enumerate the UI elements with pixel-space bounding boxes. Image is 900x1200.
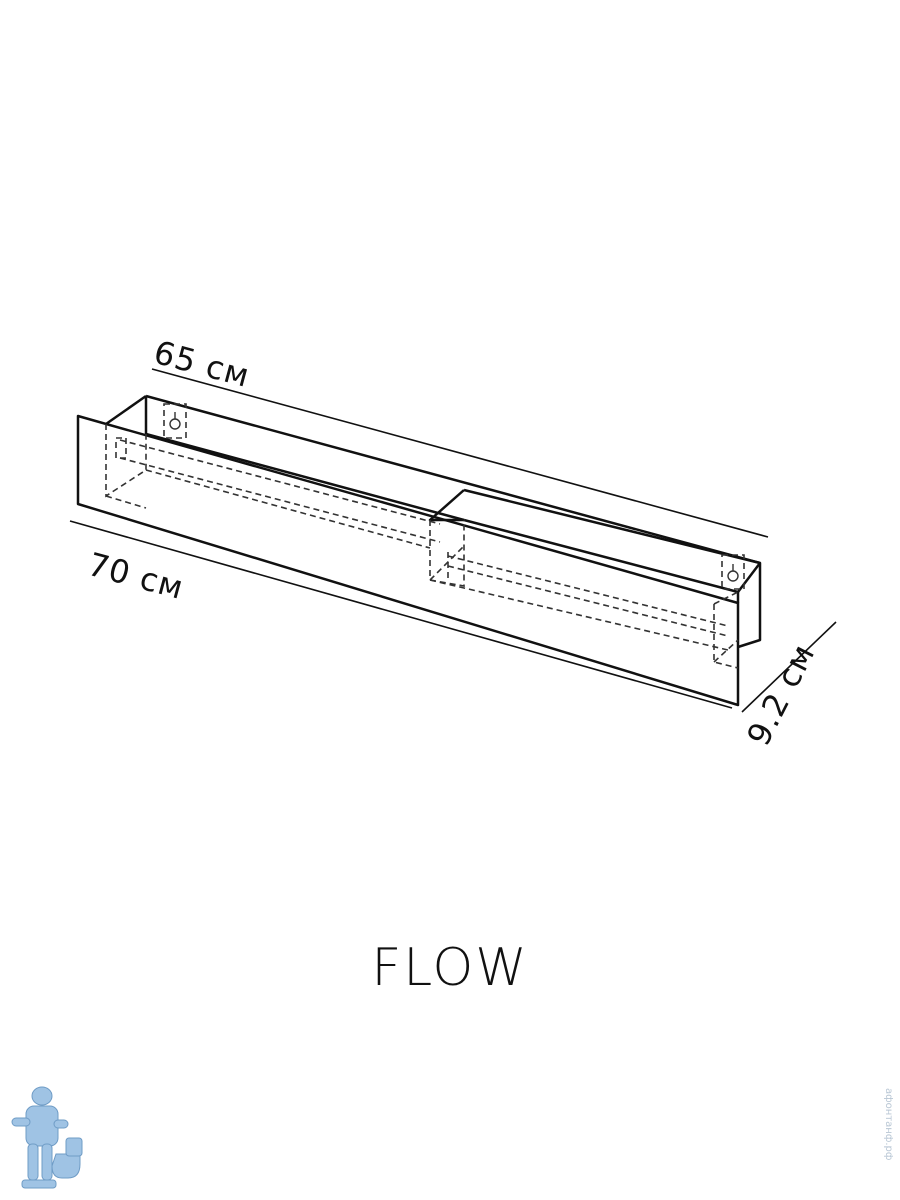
right-front-connector [737, 562, 761, 593]
right-inner-rim [463, 518, 739, 594]
shelf-hidden-lines [105, 403, 745, 669]
watermark: афонтанф.рф [882, 1088, 894, 1188]
keyhole-slots [169, 412, 739, 582]
depth-label: 65 см [150, 333, 254, 395]
height-dimension-line [741, 621, 837, 713]
top-back-edge [145, 394, 762, 649]
left-top-edge [105, 394, 147, 426]
inner-rim [145, 432, 465, 522]
depth-dimension-line [151, 368, 769, 538]
width-dimension-line [69, 520, 733, 709]
plumber-mascot-logo [11, 1086, 83, 1189]
width-label: 70 см [84, 545, 188, 607]
product-name: FLOW [371, 938, 529, 998]
shelf-outline [76, 394, 762, 707]
height-label: 9.2 см [739, 637, 822, 751]
dimension-lines [69, 368, 837, 713]
watermark-text: афонтанф.рф [883, 1088, 894, 1161]
right-rim [463, 488, 761, 565]
front-panel [76, 414, 740, 707]
